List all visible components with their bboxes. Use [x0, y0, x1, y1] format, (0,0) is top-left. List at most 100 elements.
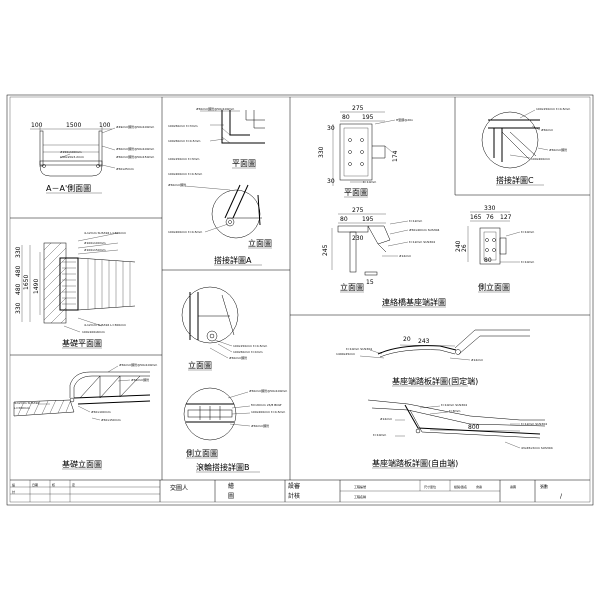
- rj-side-label: 側立面圖: [186, 448, 218, 458]
- bs-elev-label: 立面圖: [340, 282, 364, 292]
- tb-cell-15: 會審: [476, 484, 482, 489]
- fx-dim-1: 20: [403, 336, 411, 343]
- fp-note-1: 4-12mm SUS316 L=300mm: [84, 231, 126, 235]
- tb-cell-14: 繪製/簽名: [454, 484, 467, 489]
- fp-note-3: #100x150mm: [84, 248, 106, 252]
- fe-title: 基礎立面圖: [62, 459, 102, 469]
- rj-elev-label: 立面圖: [188, 360, 212, 370]
- a-note-2: #50mm鋼管@50x100mm: [116, 146, 154, 151]
- fx-dim-2: 243: [418, 338, 430, 345]
- fx-title: 基座端踏板詳圖(固定端): [392, 376, 478, 386]
- rj-note-7: #50mm鋼管: [251, 423, 269, 428]
- a-note-6: #50x25mm: [116, 167, 134, 171]
- fp-dim-4: 330: [15, 302, 22, 314]
- rj-note-2: 100x50mm t=4mm: [233, 350, 263, 354]
- fp-dim-3: 480: [15, 283, 22, 295]
- ja-note-4: 100x150mm t=3mm: [168, 157, 200, 161]
- bs-note-1: H型鋼@20x: [396, 117, 413, 122]
- jc-note-3: 100x200mm: [531, 157, 550, 161]
- bs-plan-dim-3: 195: [362, 114, 374, 121]
- tb-cell-1: 設: [12, 482, 15, 487]
- bs-side-dim-2: 165: [470, 214, 482, 221]
- bs-plan-label: 平面圖: [344, 188, 368, 197]
- fx-note-3: #12mm: [471, 358, 483, 362]
- tb-cell-12: 工程名稱: [354, 494, 366, 499]
- fr-note-2: t=8mm: [449, 409, 461, 413]
- detail-free-end: 800 t=10mm SUS304 t=8mm #12mm t=10mm t=1…: [367, 399, 553, 469]
- bs-note-6: #12mm: [399, 254, 411, 258]
- tb-cell-8: 圖: [228, 493, 234, 500]
- a-dim-2: 1500: [66, 122, 81, 129]
- rj-note-5: 100x200mm t=4.5mm: [251, 410, 285, 414]
- bs-elev-dim-3: 195: [362, 216, 374, 223]
- fr-note-1: t=10mm SUS304: [441, 403, 467, 407]
- tb-sheet-count: /: [560, 493, 563, 500]
- fe-note-5: #50x100mm: [91, 410, 111, 414]
- bs-elev-dim-4: 230: [352, 235, 364, 242]
- bs-plan-dim-5: 330: [318, 146, 325, 158]
- bs-elev-dim-5: 245: [322, 244, 329, 256]
- tb-cell-7: 繪: [228, 482, 234, 490]
- fr-title: 基座端踏板詳圖(自由端): [372, 458, 458, 468]
- tb-cell-17: 張數: [540, 483, 548, 489]
- bs-note-3: t=12mm: [409, 219, 422, 223]
- bs-title: 連絡橋基座端詳圖: [382, 297, 446, 307]
- fp-note-2: #100x100mm: [84, 241, 106, 245]
- bs-side-label: 側立面圖: [478, 282, 510, 292]
- fp-note-4: 4-12mm SUS316 L=300mm: [84, 323, 126, 327]
- fp-dim-2: 480: [15, 265, 22, 277]
- jc-note-4: #50mm鋼管: [549, 147, 567, 152]
- fp-dim-1: 330: [15, 246, 22, 258]
- sheet-outer-border: [6, 94, 594, 506]
- title-block: 設 計 日期 核 定 交圖人 繪 圖 設審 計核 工程編號 工程名稱 尺寸單位 …: [10, 479, 590, 502]
- bs-side-dim-7: 80: [484, 257, 492, 264]
- panel-dividers: [10, 97, 590, 480]
- a-dim-1: 100: [31, 122, 43, 129]
- detail-joint-c: 100x150mm t=4.5mm #50mm 100x200mm #50mm鋼…: [481, 107, 570, 186]
- detail-joint-a: #50mm鋼管@50x100mm 100x50mm t=3mm 100x50mm…: [168, 106, 272, 266]
- tb-cell-10: 計核: [288, 492, 300, 500]
- tb-cell-5: 定: [72, 482, 75, 487]
- bs-side-dim-3: 76: [486, 214, 494, 221]
- fe-note-4: L=300mm: [14, 406, 30, 410]
- tb-cell-2: 計: [12, 489, 15, 494]
- rj-note-6: #50mm鋼管@50x100mm: [249, 388, 287, 393]
- jc-title: 搭接詳圖C: [496, 175, 534, 185]
- ja-note-7: 100x200mm t=4.5mm: [168, 230, 202, 234]
- fp-title: 基礎平面圖: [62, 338, 102, 348]
- fr-dim-1: 800: [468, 424, 480, 431]
- a-dim-3: 100: [99, 122, 111, 129]
- detail-foundation-elev: #50mm鋼管@50x100mm #50mm鋼管 4-12mm SUS316 L…: [13, 362, 157, 470]
- tb-cell-13: 尺寸單位: [424, 484, 436, 489]
- tb-cell-3: 日期: [32, 482, 38, 487]
- tb-cell-9: 設審: [288, 482, 300, 490]
- detail-bridge-seat: 275 80 195 30 330 30 174 H型鋼@20x t=10mm …: [318, 105, 534, 308]
- tb-cell-11: 工程編號: [354, 484, 366, 489]
- jc-note-1: 100x150mm t=4.5mm: [536, 107, 570, 111]
- ja-note-2: 100x50mm t=3mm: [168, 124, 198, 128]
- bs-plan-dim-6: 30: [327, 178, 335, 185]
- a-note-3: #50mm鋼管@50x150mm: [116, 154, 154, 159]
- bs-side-dim-5: 240: [455, 240, 462, 252]
- fp-dim-6: 1490: [33, 279, 40, 294]
- bs-side-dim-1: 330: [484, 205, 496, 212]
- fe-note-6: #50x150mm: [101, 418, 121, 422]
- a-note-1: #49mm鋼管@50x100mm: [116, 124, 154, 129]
- a-note-4: #150x100mm: [60, 150, 82, 154]
- bs-plan-dim-1: 275: [352, 105, 364, 112]
- bs-plan-dim-7: 174: [392, 150, 399, 162]
- bs-side-note-1: t=10mm: [521, 230, 534, 234]
- bs-elev-dim-1: 275: [352, 207, 364, 214]
- bs-elev-dim-2: 80: [340, 216, 348, 223]
- fx-note-1: t=10mm SUS304: [346, 347, 372, 351]
- ja-title: 搭接詳圖A: [214, 255, 252, 265]
- fe-note-3: 4-12mm SUS316: [14, 401, 39, 405]
- fp-dim-5: 1650: [23, 275, 30, 290]
- ja-note-5: 100x200mm t=4.5mm: [168, 172, 202, 176]
- bs-side-dim-4: 127: [500, 214, 512, 221]
- rj-note-1: 100x150mm t=4.5mm: [233, 344, 267, 348]
- detail-foundation-plan: 330 480 480 330 1650 1490: [15, 231, 136, 349]
- a-section-title: A－A'側面圖: [46, 183, 91, 193]
- tb-cell-6: 交圖人: [170, 484, 188, 492]
